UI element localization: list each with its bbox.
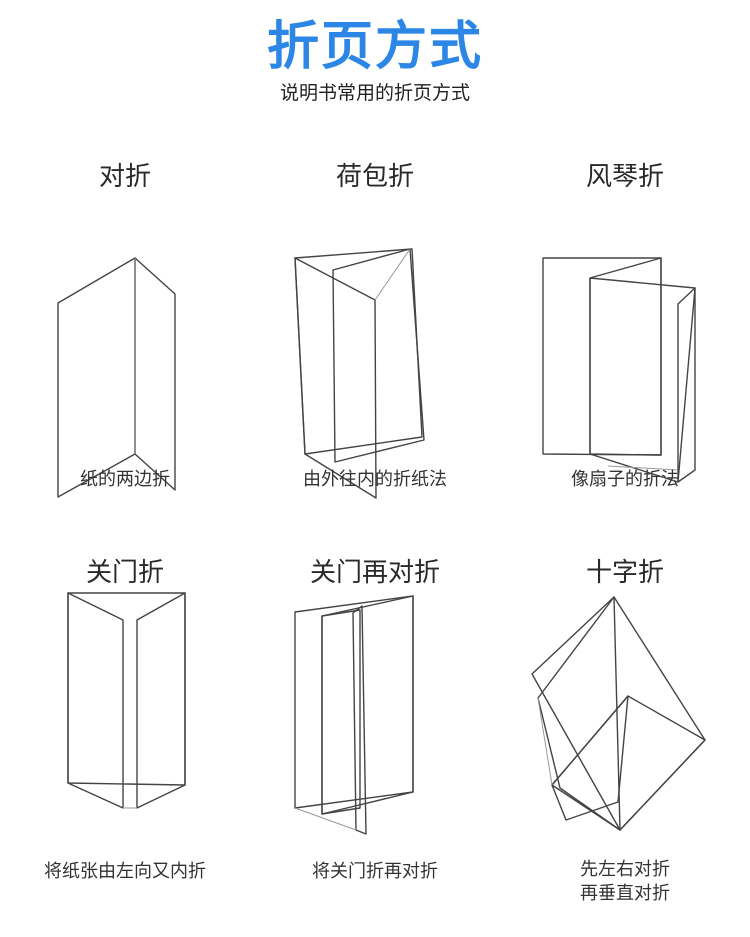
fold-item-pocket: 荷包折 由外往内的折纸法	[250, 150, 500, 530]
accordion-fold-illustration	[542, 257, 696, 483]
fold-desc: 将纸张由左向又内折	[44, 861, 206, 882]
fold-item-gate: 关门折 将纸张由左向又内折	[0, 540, 250, 920]
fold-item-double-gate: 关门再对折 将关门折再对折	[250, 540, 500, 920]
fold-desc: 将关门折再对折	[312, 861, 438, 882]
fold-name: 风琴折	[585, 162, 664, 192]
cross-fold-illustration	[531, 596, 706, 831]
page-title: 折页方式	[266, 17, 483, 77]
fold-name: 对折	[98, 162, 151, 192]
fold-item-accordion: 风琴折 像扇子的折法	[500, 150, 750, 530]
fold-desc: 由外往内的折纸法	[303, 469, 447, 490]
fold-name: 十字折	[585, 558, 664, 588]
fold-item-half: 对折 纸的两边折	[0, 150, 250, 530]
fold-name: 关门再对折	[309, 558, 440, 588]
fold-desc: 纸的两边折	[80, 469, 170, 490]
fold-name: 荷包折	[335, 162, 414, 192]
gate-fold-illustration	[67, 592, 186, 809]
fold-name: 关门折	[85, 558, 164, 588]
fold-item-cross: 十字折 先左右对折 再垂直对折	[500, 540, 750, 920]
fold-desc: 像扇子的折法	[571, 469, 679, 490]
double-gate-fold-illustration	[294, 595, 414, 835]
fold-desc: 先左右对折 再垂直对折	[580, 859, 670, 904]
pocket-fold-illustration	[294, 248, 425, 499]
half-fold-illustration	[57, 257, 176, 498]
page-subtitle: 说明书常用的折页方式	[279, 82, 470, 104]
